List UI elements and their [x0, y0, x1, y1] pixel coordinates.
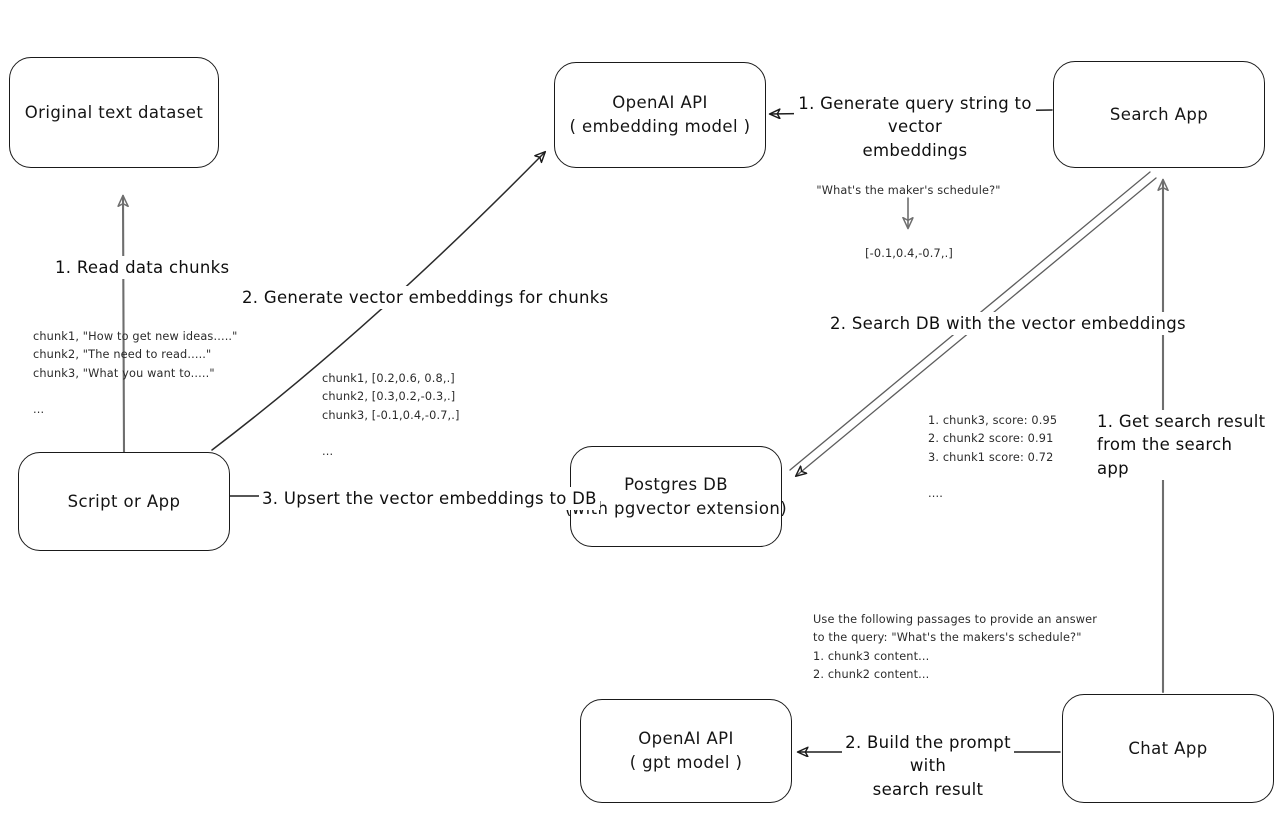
edge-label-build-the-prompt: 2. Build the prompt with search result: [842, 731, 1014, 802]
node-postgres-db[interactable]: Postgres DB (with pgvector extension): [565, 446, 787, 547]
node-sublabel: ( embedding model ): [569, 117, 751, 136]
node-sublabel: (with pgvector extension): [564, 498, 788, 518]
node-label: OpenAI API: [638, 729, 734, 749]
node-label: OpenAI API: [612, 93, 708, 113]
node-script-or-app[interactable]: Script or App: [18, 452, 230, 551]
node-label: Search App: [1109, 104, 1209, 124]
node-label: Postgres DB: [624, 474, 728, 494]
node-label: Chat App: [1128, 738, 1208, 758]
node-label: Original text dataset: [24, 102, 204, 122]
edge-label-upsert-vector-embeddings: 3. Upsert the vector embeddings to DB: [259, 487, 600, 511]
note-prompt: Use the following passages to provide an…: [813, 613, 1098, 681]
edge-label-generate-vector-embeddings: 2. Generate vector embeddings for chunks: [239, 286, 612, 310]
edge-label-get-search-result: 1. Get search result from the search app: [1094, 410, 1270, 481]
node-label: Script or App: [67, 491, 181, 511]
node-original-text-dataset[interactable]: Original text dataset: [9, 57, 219, 168]
note-embeddings: chunk1, [0.2,0.6, 0.8,.] chunk2, [0.3,0.…: [322, 372, 460, 459]
node-openai-api-embedding[interactable]: OpenAI API ( embedding model ): [554, 62, 766, 168]
node-search-app[interactable]: Search App: [1053, 61, 1265, 168]
edge-label-search-db-with-embeddings: 2. Search DB with the vector embeddings: [827, 312, 1189, 336]
note-search-results: 1. chunk3, score: 0.95 2. chunk2 score: …: [928, 414, 1058, 501]
edge-label-read-data-chunks: 1. Read data chunks: [52, 256, 233, 280]
node-sublabel: ( gpt model ): [629, 753, 743, 772]
note-query-vector: [-0.1,0.4,-0.7,.]: [865, 247, 953, 260]
node-chat-app[interactable]: Chat App: [1062, 694, 1274, 803]
note-chunks: chunk1, "How to get new ideas....." chun…: [33, 330, 238, 417]
edge-label-generate-query-string: 1. Generate query string to vector embed…: [794, 92, 1036, 163]
node-openai-api-gpt[interactable]: OpenAI API ( gpt model ): [580, 699, 792, 803]
note-query-string: "What's the maker's schedule?": [816, 184, 1001, 197]
